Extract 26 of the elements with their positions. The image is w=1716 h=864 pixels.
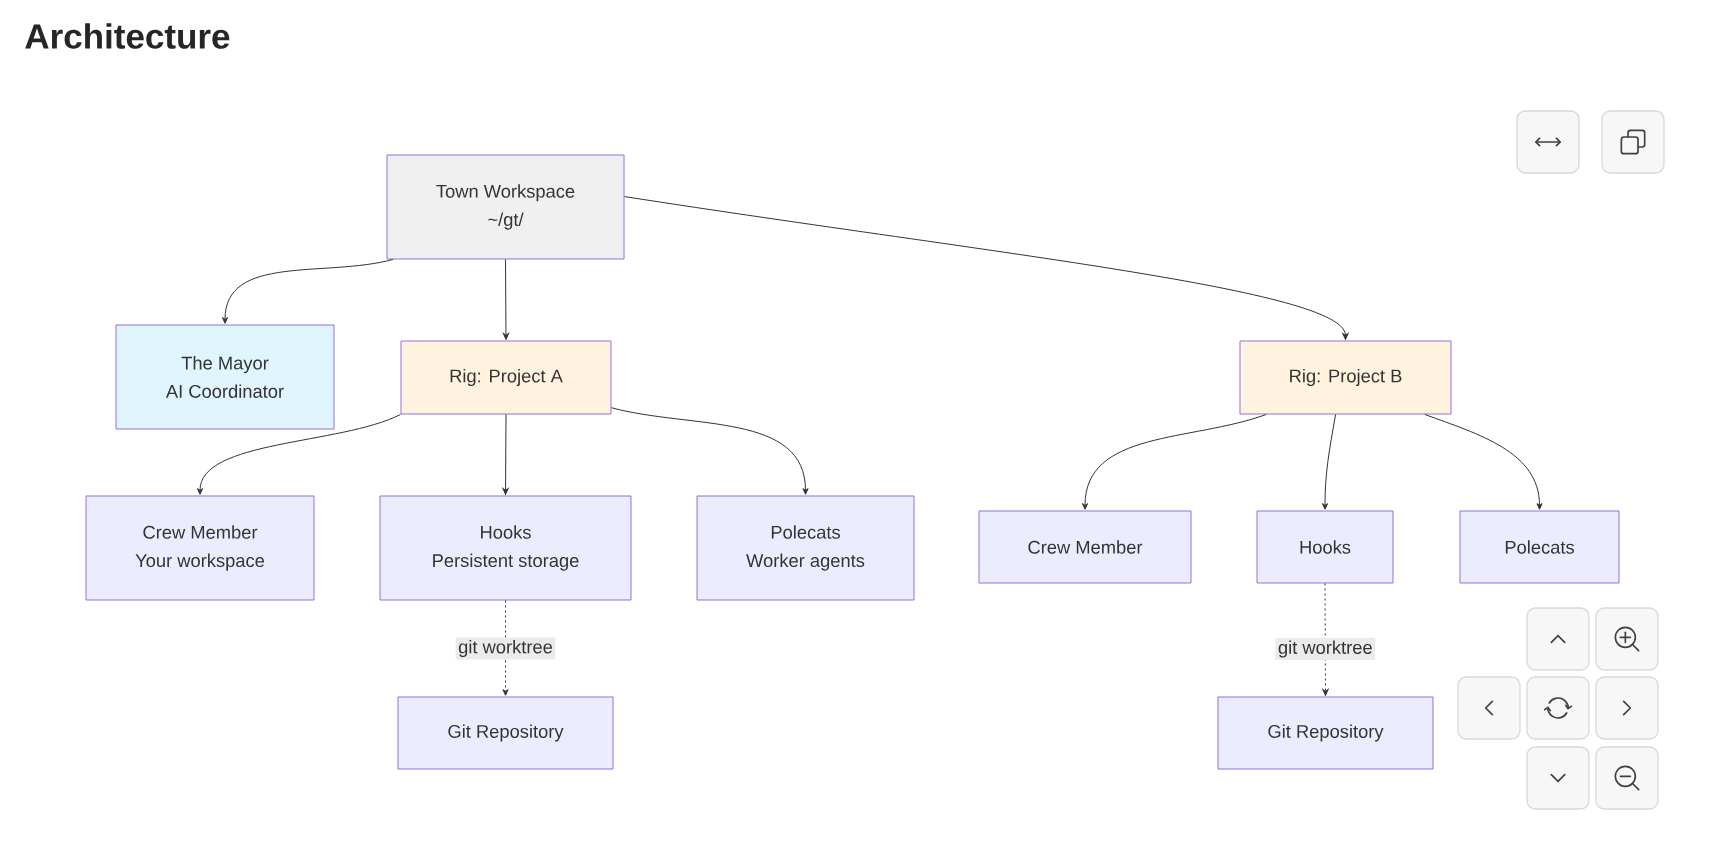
process-box: Rig: Project B xyxy=(1239,340,1452,415)
process-box: Town Workspace ~/gt/ xyxy=(386,154,625,260)
arrow xyxy=(221,259,394,324)
arrow xyxy=(502,259,510,340)
arrow xyxy=(1321,414,1337,510)
process-box: Polecats xyxy=(1459,510,1620,584)
process-box: Rig: Project A xyxy=(400,340,612,415)
arrow xyxy=(196,414,401,495)
arrow xyxy=(502,414,509,495)
arrow xyxy=(611,407,809,495)
arrow xyxy=(1081,414,1267,510)
process-box: Polecats Worker agents xyxy=(696,495,915,601)
edge-label: git worktree xyxy=(455,637,556,660)
arrow xyxy=(1322,583,1329,696)
process-box: Git Repository xyxy=(1217,696,1434,770)
arrow xyxy=(624,196,1349,340)
process-box: Hooks xyxy=(1256,510,1394,584)
arrow xyxy=(1424,414,1543,510)
process-box: The Mayor AI Coordinator xyxy=(115,324,335,430)
process-box: Git Repository xyxy=(397,696,614,770)
edge-label: git worktree xyxy=(1275,638,1376,661)
title: Architecture xyxy=(25,23,230,49)
process-box: Hooks Persistent storage xyxy=(379,495,632,601)
process-box: Crew Member xyxy=(978,510,1192,584)
process-box: Crew Member Your workspace xyxy=(85,495,315,601)
arrow xyxy=(502,600,509,696)
